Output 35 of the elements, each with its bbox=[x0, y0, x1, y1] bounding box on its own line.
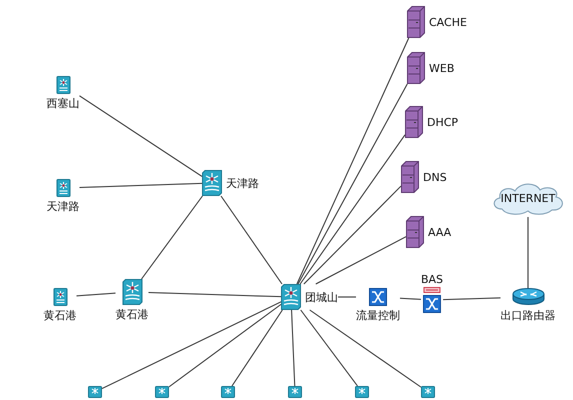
connector-line bbox=[102, 301, 282, 390]
node-label: AAA bbox=[428, 226, 452, 238]
node-label: CACHE bbox=[429, 16, 467, 28]
connector-line bbox=[300, 310, 358, 386]
connector-line bbox=[168, 304, 282, 388]
node-label: 团城山 bbox=[305, 290, 338, 304]
connector-line bbox=[76, 292, 116, 296]
node-label: WEB bbox=[429, 62, 454, 74]
connector-line bbox=[79, 95, 202, 177]
connector-line bbox=[291, 310, 296, 386]
node-label: 流量控制 bbox=[356, 309, 400, 322]
connector-line bbox=[298, 84, 408, 284]
connector-line bbox=[141, 196, 203, 280]
connector-line bbox=[148, 292, 282, 298]
connector-line bbox=[442, 297, 501, 300]
connector-line bbox=[220, 196, 282, 284]
node-label: 黄石港 bbox=[44, 309, 76, 322]
node-label: 黄石港 bbox=[116, 308, 148, 321]
connector-line bbox=[300, 134, 406, 284]
node-label: DNS bbox=[423, 170, 447, 184]
connector-line bbox=[338, 296, 356, 298]
connector-line bbox=[231, 310, 283, 386]
connector-line bbox=[296, 38, 410, 284]
node-label: 天津路 bbox=[46, 200, 80, 213]
connector-line bbox=[309, 310, 422, 388]
connector-line bbox=[400, 298, 422, 300]
node-label: 天津路 bbox=[226, 176, 259, 190]
node-label: INTERNET bbox=[500, 192, 556, 204]
node-label: DHCP bbox=[427, 116, 458, 128]
connector-line bbox=[315, 236, 406, 284]
connector-line bbox=[303, 186, 402, 284]
node-label: BAS bbox=[420, 273, 444, 286]
connector-line bbox=[79, 182, 202, 188]
node-label: 出口路由器 bbox=[500, 309, 556, 322]
node-label: 西塞山 bbox=[46, 97, 80, 110]
